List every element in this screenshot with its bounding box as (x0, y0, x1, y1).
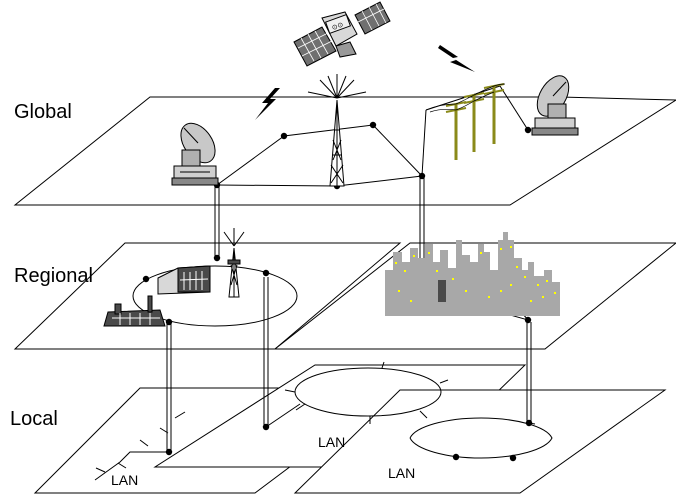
lightning-icon (438, 45, 475, 72)
local-link-middle (265, 403, 301, 428)
lan-label-left: LAN (111, 472, 138, 488)
factory-icon (103, 265, 211, 327)
power-lines (425, 83, 506, 113)
local-ring-middle-ticks (284, 361, 449, 424)
local-plane-right (293, 389, 667, 494)
lan-label-right: LAN (388, 465, 415, 481)
local-bus-left (94, 411, 186, 481)
radio-tower-icon (307, 74, 367, 187)
regional-ring-left (132, 265, 298, 327)
satellite-dish-icon (171, 122, 219, 186)
satellite-icon: ⊙⊙ (293, 1, 391, 67)
lightning-icon (255, 88, 280, 120)
global-links (216, 85, 529, 187)
radio-tower-icon (223, 228, 245, 298)
svg-text:⊙⊙: ⊙⊙ (331, 21, 344, 32)
level-label-local: Local (10, 408, 58, 430)
city-skyline-icon (385, 232, 560, 316)
level-label-regional: Regional (14, 265, 93, 287)
local-ring-right (409, 417, 553, 459)
level-label-global: Global (14, 101, 72, 123)
satellite-dish-icon (531, 75, 579, 136)
global-plane (13, 96, 676, 206)
lan-label-middle: LAN (318, 434, 345, 450)
